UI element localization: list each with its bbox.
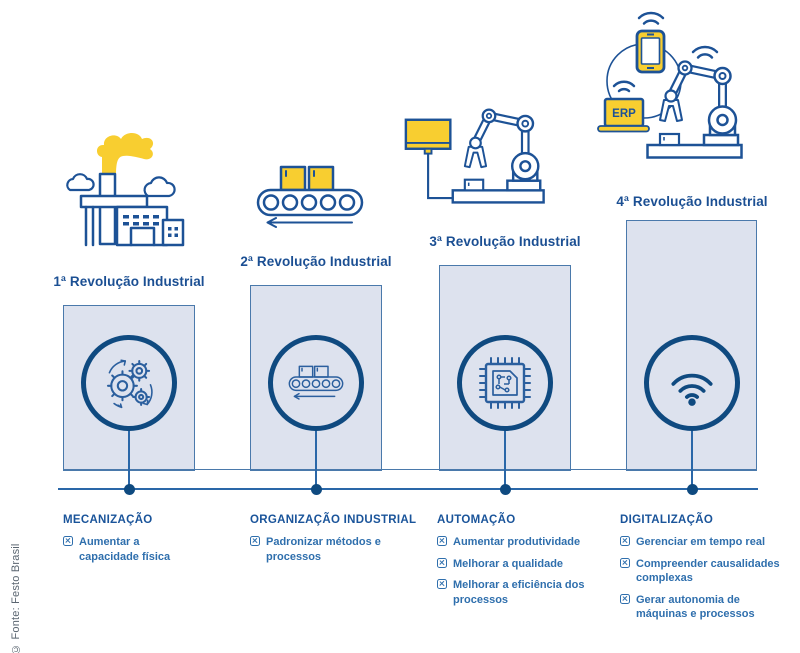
list-item-text: Gerar autonomia de máquinas e processos — [636, 593, 755, 621]
checkbox-x-icon — [250, 536, 260, 546]
checkbox-x-icon — [620, 557, 630, 568]
microchip-icon — [479, 357, 531, 409]
list-item: Melhorar a eficiência dos processos — [437, 578, 585, 607]
timeline-dot-4 — [686, 483, 698, 495]
section-industrial-organization: ORGANIZAÇÃO INDUSTRIAL Padronizar método… — [250, 514, 417, 571]
timeline-dot-1 — [123, 483, 135, 495]
section-heading: DIGITALIZAÇÃO — [620, 514, 714, 526]
factory-icon — [66, 133, 185, 247]
list-item-text: Compreender causalidades complexas — [636, 557, 780, 585]
list-item: Padronizar métodos e processos — [250, 535, 382, 564]
list-item-text: Melhorar a eficiência dos processos — [453, 579, 585, 606]
section-automation: AUTOMAÇÃO Aumentar produtividade Melhora… — [437, 514, 585, 614]
stem-1 — [128, 428, 130, 486]
section-heading: ORGANIZAÇÃO INDUSTRIAL — [250, 514, 417, 526]
conveyor-belt-icon — [256, 165, 364, 228]
checkbox-x-icon — [620, 593, 630, 604]
checkbox-x-icon — [63, 536, 73, 546]
list-item: Compreender causalidades complexas — [620, 557, 792, 586]
wifi-icon — [671, 373, 713, 406]
revolution-2-title: 2ª Revolução Industrial — [240, 254, 392, 269]
timeline-dot-2 — [310, 483, 322, 495]
checkbox-x-icon — [437, 557, 447, 568]
circle-mechanization — [81, 335, 177, 431]
gears-icon — [106, 359, 153, 409]
checkbox-x-icon — [437, 579, 447, 590]
list-item: Aumentar produtividade — [437, 535, 585, 550]
list-item: Gerenciar em tempo real — [620, 535, 792, 550]
section-mechanization: MECANIZAÇÃO Aumentar a capacidade física — [63, 514, 191, 571]
list-item: Gerar autonomia de máquinas e processos — [620, 593, 792, 622]
conveyor-belt-icon — [288, 365, 344, 400]
erp-label: ERP — [612, 108, 636, 120]
checkbox-x-icon — [620, 536, 630, 546]
section-digitalization: DIGITALIZAÇÃO Gerenciar em tempo real Co… — [620, 514, 792, 629]
source-credit: © Fonte: Festo Brasil — [10, 543, 22, 653]
stem-2 — [315, 428, 317, 486]
revolution-3-title: 3ª Revolução Industrial — [429, 234, 581, 249]
list-item-text: Aumentar produtividade — [453, 536, 581, 548]
bars-baseline — [63, 469, 757, 470]
circle-automation — [457, 335, 553, 431]
timeline-dot-3 — [499, 483, 511, 495]
list-item-text: Gerenciar em tempo real — [636, 536, 766, 548]
revolution-1-title: 1ª Revolução Industrial — [53, 274, 205, 289]
circle-industrial-organization — [268, 335, 364, 431]
checkbox-x-icon — [437, 536, 447, 546]
connected-robot-erp-icon: ERP — [597, 11, 758, 164]
robot-arm-monitor-icon — [404, 106, 547, 207]
section-heading: AUTOMAÇÃO — [437, 514, 516, 526]
list-item-text: Melhorar a qualidade — [453, 557, 564, 570]
list-item: Aumentar a capacidade física — [63, 535, 191, 564]
list-item-text: Aumentar a capacidade física — [79, 536, 171, 563]
section-heading: MECANIZAÇÃO — [63, 514, 153, 526]
revolution-4-title: 4ª Revolução Industrial — [616, 194, 768, 209]
list-item: Melhorar a qualidade — [437, 557, 585, 572]
stem-4 — [691, 428, 693, 486]
list-item-text: Padronizar métodos e processos — [266, 536, 381, 563]
stem-3 — [504, 428, 506, 486]
circle-digitalization — [644, 335, 740, 431]
timeline — [58, 488, 758, 490]
